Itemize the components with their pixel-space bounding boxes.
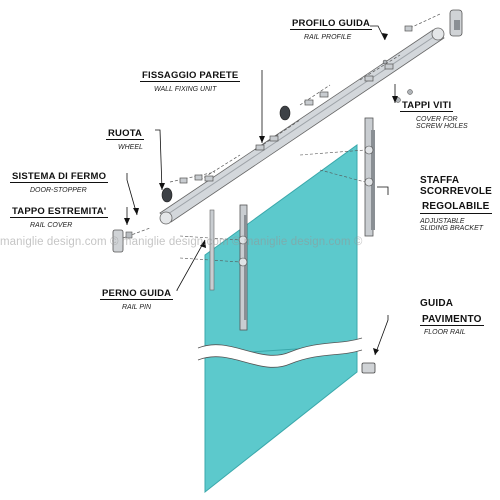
wall-fixing-units [199,13,441,182]
label-wheel: RUOTA WHEEL [106,124,145,151]
label-sliding-bracket-title-1: STAFFA [420,175,460,186]
label-sliding-bracket-subtitle-2: SLIDING BRACKET [420,225,484,233]
label-wall-fixing-title: FISSAGGIO PARETE [140,70,241,82]
rail-end-cap-right [449,9,463,37]
label-screw-covers-title: TAPPI VITI [400,100,454,112]
panel-break-wave [198,338,362,368]
sliding-bracket-right [299,117,375,237]
leader-arrowheads [124,33,398,355]
label-rail-pin-subtitle: RAIL PIN [122,303,152,311]
door-stopper-parts [169,171,216,184]
label-wall-fixing: FISSAGGIO PARETE WALL FIXING UNIT [140,66,241,93]
label-rail-pin-title: PERNO GUIDA [100,288,174,300]
label-screw-covers-subtitle-1: COVER FOR [416,115,458,123]
panel-break-line-top [197,337,363,356]
label-floor-rail: GUIDA PAVIMENTO FLOOR RAIL [420,298,484,337]
label-rail-cover-subtitle: RAIL COVER [30,221,73,229]
label-screw-covers-subtitle-2: SCREW HOLES [416,123,468,131]
floor-rail [361,362,376,374]
label-rail-cover: TAPPO ESTREMITA' RAIL COVER [10,202,109,229]
label-rail-profile-subtitle: RAIL PROFILE [304,33,352,41]
label-wheel-title: RUOTA [106,128,145,140]
label-sliding-bracket-title-2: SCORREVOLE [420,185,493,197]
label-wall-fixing-subtitle: WALL FIXING UNIT [154,85,217,93]
label-rail-pin: PERNO GUIDA RAIL PIN [100,284,174,311]
label-rail-profile-title: PROFILO GUIDA [290,18,373,30]
watermark-text: maniglie design.com © maniglie design.co… [0,236,363,248]
wheel-parts [161,105,291,203]
label-rail-cover-title: TAPPO ESTREMITA' [10,206,109,218]
label-sliding-bracket-title-3: REGOLABILE [420,201,492,214]
label-floor-rail-title-2: PAVIMENTO [420,313,484,326]
label-floor-rail-subtitle: FLOOR RAIL [424,329,466,337]
label-wheel-subtitle: WHEEL [118,143,143,151]
label-screw-covers: TAPPI VITI COVER FOR SCREW HOLES [400,96,468,130]
label-door-stopper-title: SISTEMA DI FERMO [10,171,109,183]
label-floor-rail-title-1: GUIDA [420,298,454,309]
sliding-bracket-middle [209,209,215,291]
rail-end-cap-left [112,227,151,253]
label-door-stopper: SISTEMA DI FERMO DOOR-STOPPER [10,167,109,194]
label-rail-profile: PROFILO GUIDA RAIL PROFILE [290,14,373,41]
label-sliding-bracket-subtitle-1: ADJUSTABLE [420,217,465,225]
panel-break-line-bottom [197,349,363,368]
label-door-stopper-subtitle: DOOR-STOPPER [30,186,87,194]
label-sliding-bracket: STAFFA SCORREVOLE REGOLABILE ADJUSTABLE … [420,175,493,233]
